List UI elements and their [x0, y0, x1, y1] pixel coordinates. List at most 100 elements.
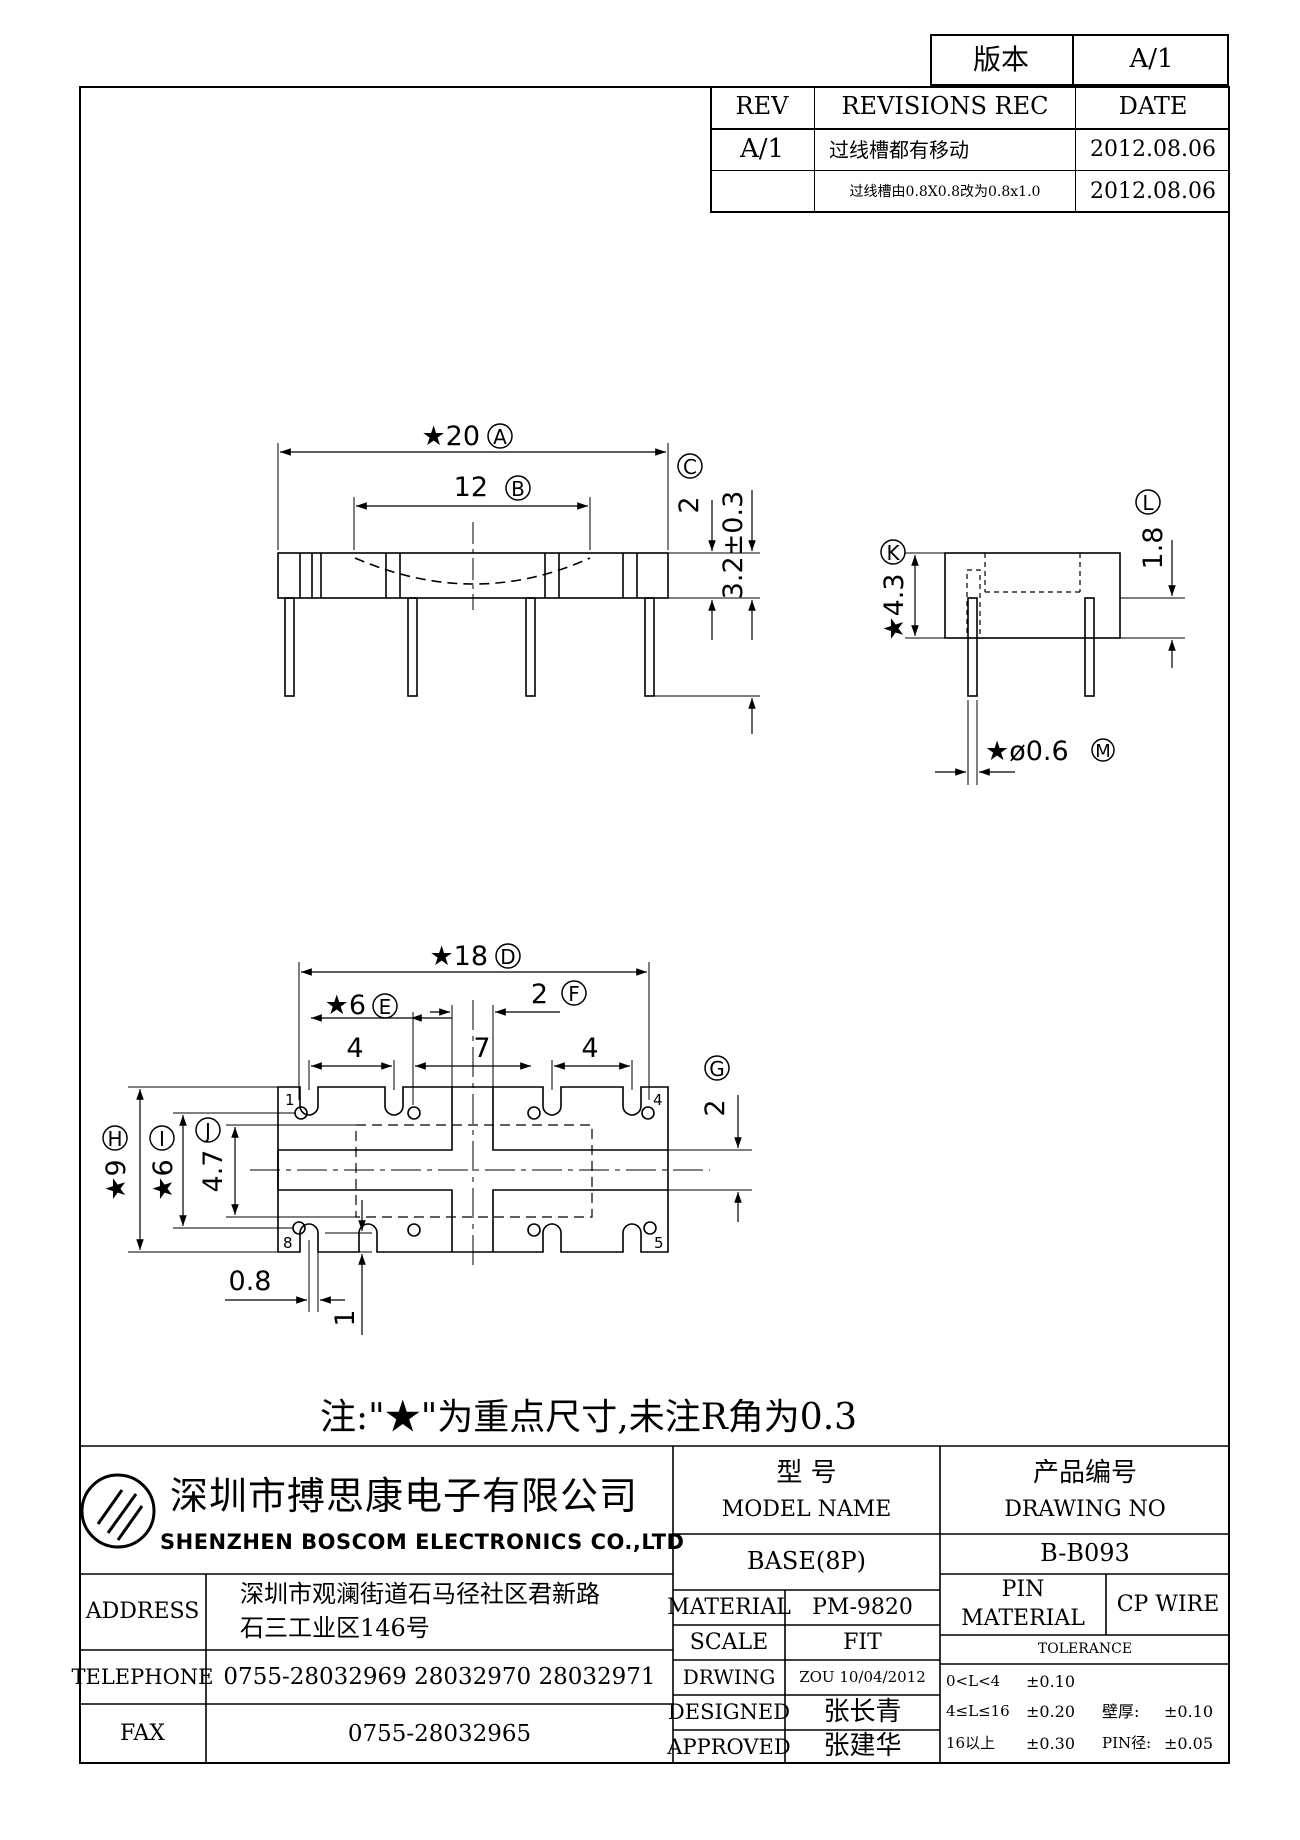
designed-value: 张长青: [823, 1696, 902, 1727]
dim-4-left: 4: [346, 1033, 363, 1064]
drawing-frame: [79, 86, 1230, 1764]
scale-value: FIT: [843, 1629, 882, 1655]
company-name-cn: 深圳市搏思康电子有限公司: [170, 1474, 639, 1519]
tol-row2-range: 4≤L≤16: [946, 1702, 1010, 1721]
drawing-label: DRWING: [682, 1665, 776, 1689]
material-value: PM-9820: [812, 1594, 913, 1620]
pin-5: 5: [654, 1234, 664, 1252]
tol-row1-range: 0<L<4: [946, 1672, 1001, 1691]
svg-text:L: L: [1142, 491, 1154, 515]
svg-text:D: D: [500, 945, 515, 969]
groove-arc: [354, 557, 591, 585]
company-logo: [80, 1473, 156, 1549]
tolerance-label: TOLERANCE: [1037, 1641, 1133, 1658]
rev-header: REV: [735, 92, 789, 121]
material-label: MATERIAL: [667, 1594, 791, 1620]
title-block-lines: [79, 1445, 1230, 1764]
dim-1-label: 1: [330, 1309, 361, 1326]
designed-label: DESIGNED: [667, 1700, 791, 1725]
dim-f-label: 2: [531, 979, 548, 1010]
callout-c: C: [677, 453, 703, 479]
svg-text:A: A: [493, 425, 507, 449]
dim-h-label: ★9: [101, 1159, 132, 1200]
rev-row1-rec: 过线槽都有移动: [829, 137, 969, 162]
svg-text:B: B: [511, 477, 525, 501]
telephone-value: 0755-28032969 28032970 28032971: [223, 1663, 656, 1690]
callout-k: K: [880, 539, 906, 565]
dim-k-label: ★4.3: [879, 573, 910, 640]
dim-d-label: ★18: [429, 941, 488, 972]
rev-row2-rec: 过线槽由0.8X0.8改为0.8x1.0: [849, 183, 1041, 200]
svg-text:G: G: [709, 1057, 725, 1081]
revisions-rec-header: REVISIONS REC: [841, 92, 1049, 121]
dim-b-label: 12: [454, 472, 488, 503]
callout-h: H: [102, 1125, 128, 1151]
fax-value: 0755-28032965: [347, 1720, 532, 1747]
pin-material-label-1: PIN: [1001, 1577, 1045, 1603]
pin-material-value: CP WIRE: [1116, 1591, 1220, 1617]
drawing-value: ZOU 10/04/2012: [799, 1667, 926, 1686]
pin-numbers: 1 4 8 5: [283, 1091, 664, 1252]
front-view: [277, 443, 760, 734]
wall-thickness-label: 壁厚:: [1102, 1701, 1140, 1721]
pin-material-label-2: MATERIAL: [961, 1606, 1085, 1632]
callout-l: L: [1135, 489, 1161, 515]
side-view: [905, 540, 1185, 785]
pin-diameter-value: ±0.05: [1164, 1733, 1214, 1753]
dim-08-label: 0.8: [229, 1266, 272, 1297]
svg-text:F: F: [568, 982, 580, 1006]
company-name-en: SHENZHEN BOSCOM ELECTRONICS CO.,LTD: [160, 1529, 685, 1554]
tol-row2-value: ±0.20: [1026, 1701, 1076, 1721]
side-pin-right: [1084, 597, 1095, 697]
dim-m-label: ★ø0.6: [985, 736, 1069, 767]
address-label: ADDRESS: [85, 1599, 200, 1625]
address-line2: 石三工业区146号: [240, 1614, 430, 1643]
version-value: A/1: [1129, 44, 1174, 75]
svg-text:I: I: [159, 1127, 165, 1151]
callout-b: B: [505, 475, 531, 501]
model-name-cn: 型 号: [776, 1458, 837, 1489]
svg-text:E: E: [379, 995, 392, 1019]
drawing-no-en: DRAWING NO: [1004, 1497, 1166, 1523]
address-line1: 深圳市观澜街道石马径社区君新路: [240, 1580, 600, 1609]
date-header: DATE: [1118, 92, 1188, 121]
dim-4-right: 4: [581, 1033, 598, 1064]
callout-d: D: [495, 943, 521, 969]
scale-label: SCALE: [689, 1629, 769, 1655]
note-text: 注:"★"为重点尺寸,未注R角为0.3: [320, 1397, 858, 1439]
callout-g: G: [704, 1055, 730, 1081]
model-value: BASE(8P): [746, 1547, 867, 1576]
dim-j-label: 4.7: [198, 1150, 229, 1193]
callout-i: I: [149, 1125, 175, 1151]
tol-row1-value: ±0.10: [1026, 1671, 1076, 1691]
tol-row3-range: 16以上: [946, 1734, 996, 1753]
rev-row1-rev: A/1: [739, 134, 785, 165]
wall-thickness-value: ±0.10: [1164, 1701, 1214, 1721]
dim-i-label: ★6: [148, 1159, 179, 1200]
front-pins: [284, 597, 655, 697]
callout-j: J: [195, 1117, 221, 1143]
model-name-en: MODEL NAME: [721, 1497, 892, 1523]
dim-7: 7: [473, 1033, 490, 1064]
svg-text:H: H: [107, 1127, 122, 1151]
svg-text:C: C: [683, 455, 697, 479]
rev-row2-date: 2012.08.06: [1090, 179, 1216, 205]
svg-text:K: K: [886, 541, 900, 565]
pin-8: 8: [283, 1234, 293, 1252]
rev-row1-date: 2012.08.06: [1090, 137, 1216, 163]
fax-label: FAX: [120, 1721, 165, 1747]
svg-text:J: J: [203, 1119, 211, 1143]
svg-text:M: M: [1095, 741, 1111, 762]
dim-h32-label: 3.2±0.3: [718, 491, 749, 600]
tol-row3-value: ±0.30: [1026, 1733, 1076, 1753]
side-view-body: [944, 552, 1121, 639]
callout-e: E: [372, 993, 398, 1019]
dim-a-label: ★20: [421, 421, 480, 452]
cross-window: [278, 1087, 668, 1252]
pin-4: 4: [653, 1091, 663, 1109]
top-view: [128, 962, 752, 1335]
telephone-label: TELEPHONE: [71, 1664, 214, 1689]
drawing-no-cn: 产品编号: [1032, 1458, 1137, 1489]
pin-1: 1: [285, 1091, 295, 1109]
